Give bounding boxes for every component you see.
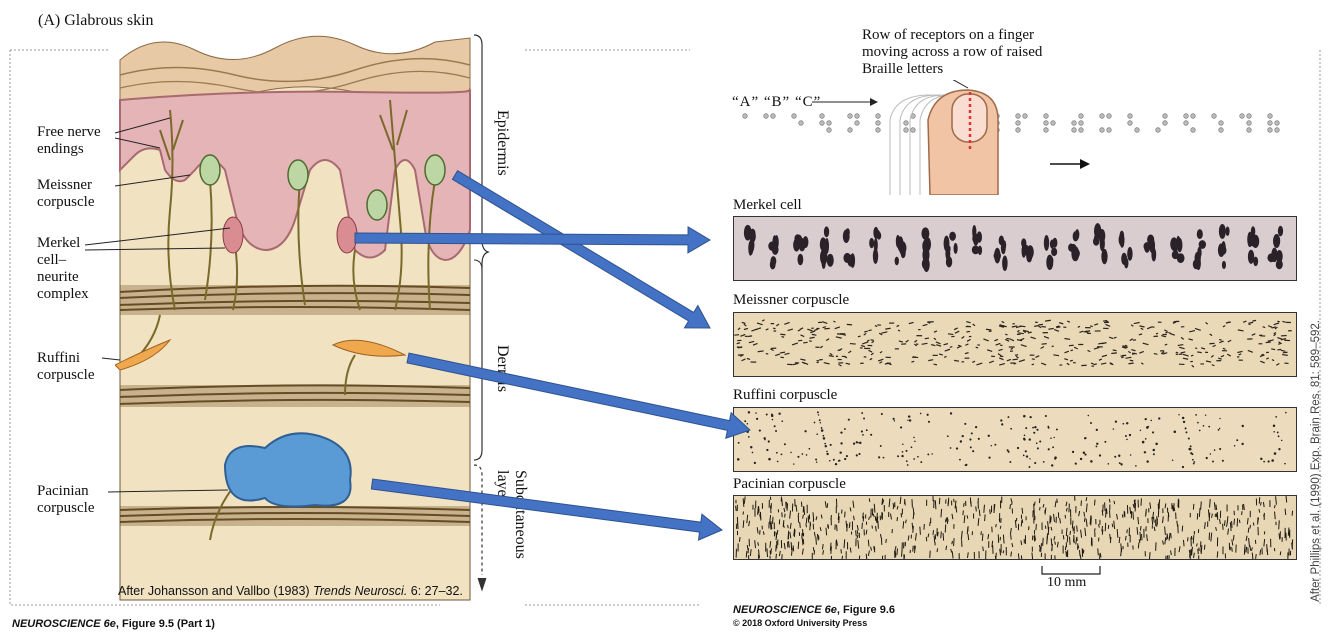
scale-bar-label: 10 mm bbox=[1047, 575, 1087, 590]
track-title-pacinian: Pacinian corpuscle bbox=[733, 476, 846, 492]
left-source-pages: 6: 27–32. bbox=[407, 584, 463, 598]
braille-caption: Row of receptors on a finger moving acro… bbox=[862, 27, 1043, 77]
braille-finger-figure bbox=[742, 80, 1280, 195]
track-meissner bbox=[733, 312, 1297, 377]
leader-lines bbox=[84, 117, 231, 493]
scale-bar bbox=[1041, 566, 1101, 575]
track-title-merkel: Merkel cell bbox=[733, 197, 802, 213]
right-source-credit: After Phillips et al. (1990) Exp. Brain … bbox=[1310, 320, 1322, 602]
label-merkel-complex: Merkel cell– neurite complex bbox=[37, 235, 89, 302]
left-book-credit: NEUROSCIENCE 6e, Figure 9.5 (Part 1) bbox=[12, 614, 215, 632]
track-texture bbox=[734, 217, 1296, 280]
mapping-arrow bbox=[354, 225, 711, 254]
track-texture bbox=[734, 313, 1296, 376]
track-texture bbox=[734, 495, 1296, 565]
track-ruffini bbox=[733, 407, 1297, 472]
mapping-arrow bbox=[451, 170, 711, 329]
track-title-ruffini: Ruffini corpuscle bbox=[733, 387, 838, 403]
track-title-meissner: Meissner corpuscle bbox=[733, 292, 850, 308]
layer-label-epidermis: Epidermis bbox=[494, 110, 511, 176]
left-book-title: NEUROSCIENCE 6e bbox=[12, 618, 116, 630]
layer-label-subcutaneous: Subcutaneous layer bbox=[494, 470, 529, 559]
label-meissner-corpuscle: Meissner corpuscle bbox=[37, 177, 95, 210]
pacinian-corpuscle-shape bbox=[223, 432, 352, 508]
braille-letters: “A” “B” “C” bbox=[732, 94, 822, 110]
left-book-figure: , Figure 9.5 (Part 1) bbox=[115, 618, 215, 630]
mapping-arrow bbox=[370, 478, 723, 541]
copyright: © 2018 Oxford University Press bbox=[733, 618, 868, 628]
right-book-title: NEUROSCIENCE 6e bbox=[733, 604, 837, 616]
left-source-journal: Trends Neurosci. bbox=[313, 584, 408, 598]
left-source-credit: After Johansson and Vallbo (1983) Trends… bbox=[118, 584, 463, 598]
label-ruffini-corpuscle: Ruffini corpuscle bbox=[37, 350, 95, 383]
right-book-credit: NEUROSCIENCE 6e, Figure 9.6 © 2018 Oxfor… bbox=[733, 603, 895, 629]
skin-cross-section bbox=[115, 35, 472, 601]
track-texture bbox=[734, 408, 1296, 471]
mapping-arrow bbox=[406, 352, 751, 439]
track-merkel bbox=[733, 216, 1297, 281]
left-source-authors: After Johansson and Vallbo (1983) bbox=[118, 584, 314, 598]
panel-label: (A) Glabrous skin bbox=[38, 12, 154, 29]
label-pacinian-corpuscle: Pacinian corpuscle bbox=[37, 483, 95, 516]
right-book-figure: , Figure 9.6 bbox=[836, 604, 895, 616]
label-free-nerve-endings: Free nerve endings bbox=[37, 124, 101, 157]
layer-brackets bbox=[473, 34, 490, 592]
track-pacinian bbox=[733, 495, 1297, 565]
